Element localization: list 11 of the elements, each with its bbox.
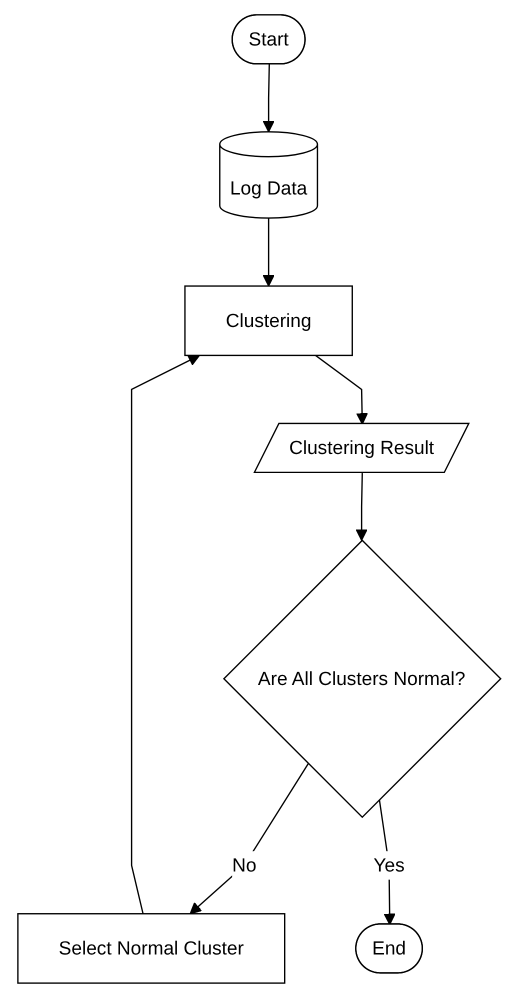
node-box: Select Normal Cluster [16,912,286,984]
node-diamond: Are All Clusters Normal? [222,538,502,818]
edge-label: Yes [373,853,404,876]
arrow [314,354,368,424]
arrow [130,354,200,914]
arrow [189,762,308,914]
arrow [262,218,274,286]
arrow [262,64,274,132]
node-box: Clustering [184,284,353,356]
edge-label: No [232,853,256,876]
arrow [355,472,368,540]
